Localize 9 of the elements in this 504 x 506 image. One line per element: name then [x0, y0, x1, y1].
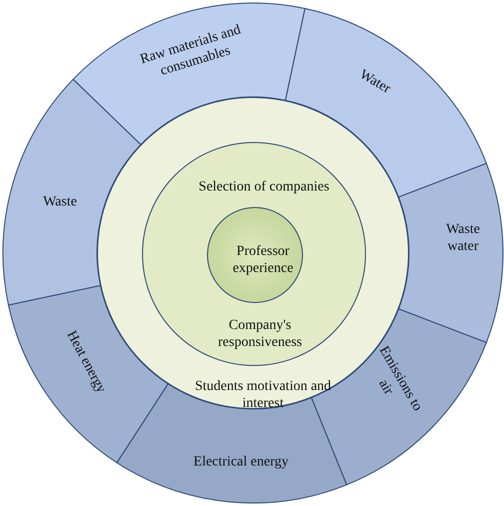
circle-label: Selection of companies: [198, 178, 330, 196]
circle-label: Students motivation and interest: [194, 378, 332, 412]
circle-label: Professor experience: [232, 243, 294, 277]
segment-label: Heat energy: [62, 328, 110, 398]
circle-label: Company's responsiveness: [217, 317, 303, 351]
segment-label: Water: [356, 66, 394, 99]
segment-label: Electrical energy: [192, 454, 290, 470]
segment-label: Waste water: [445, 221, 481, 255]
segment-label: Waste: [42, 194, 78, 210]
